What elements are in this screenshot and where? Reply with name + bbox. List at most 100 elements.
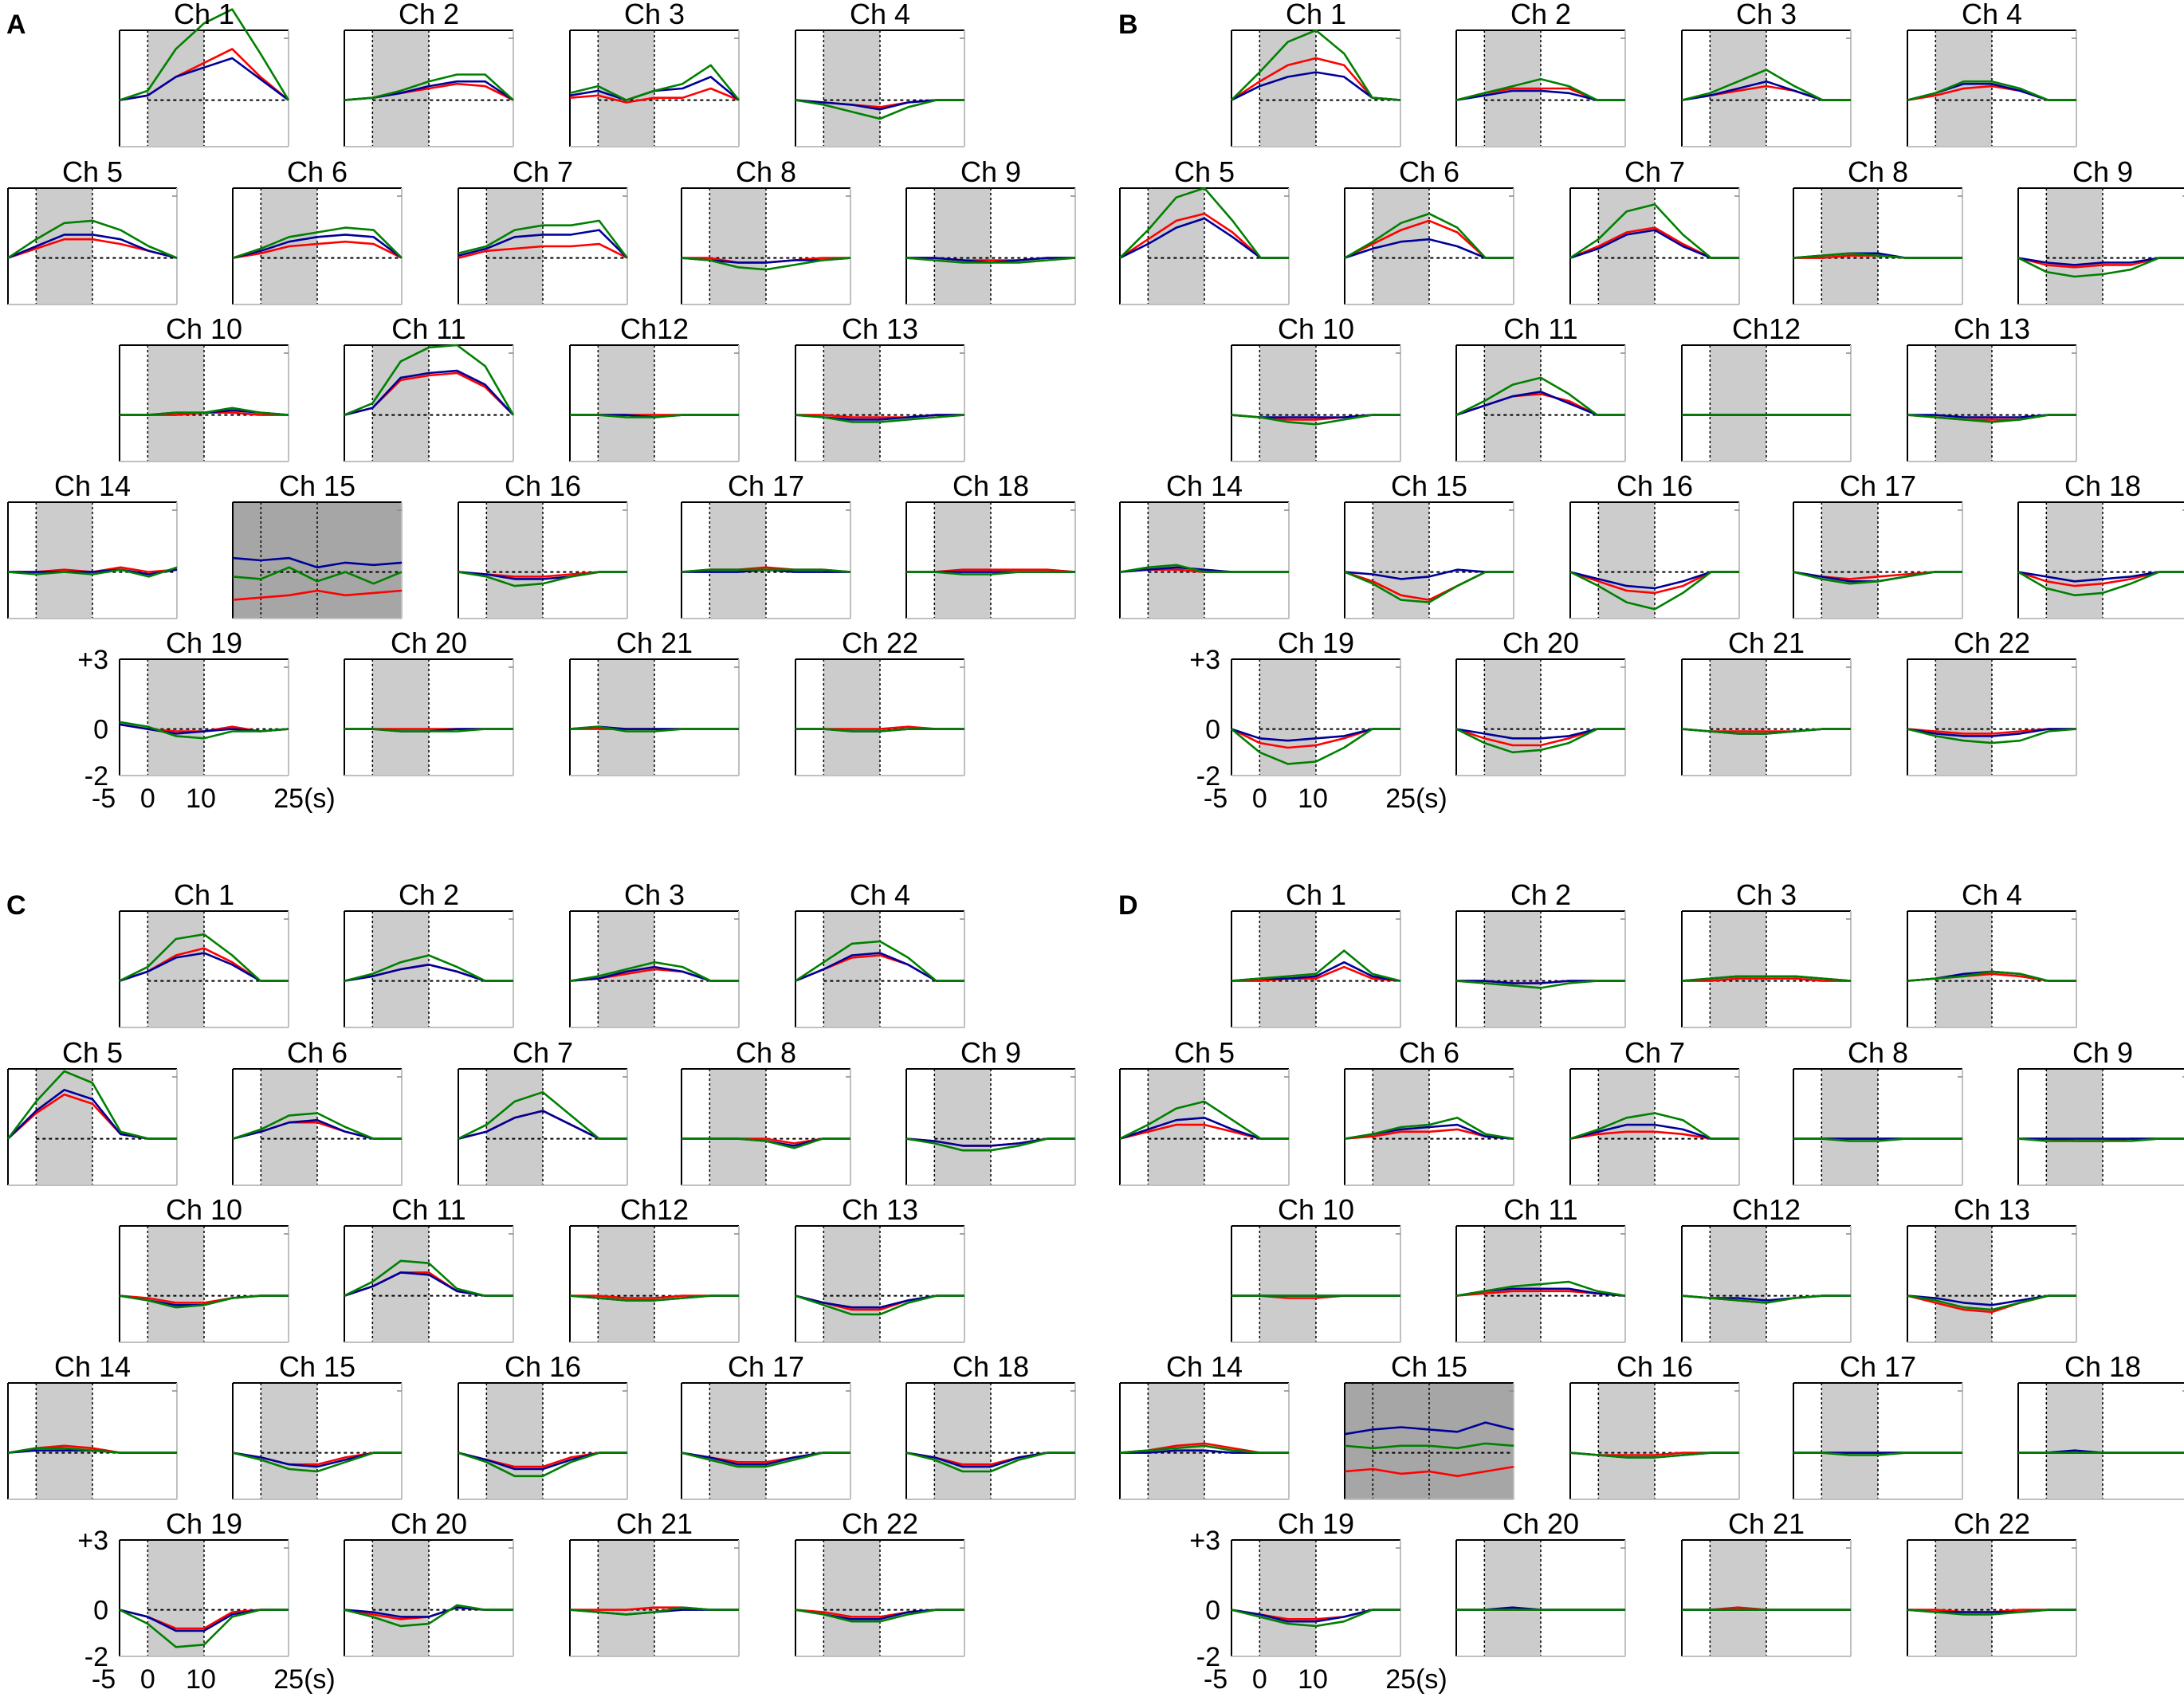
- stim-window-shade: [486, 1383, 543, 1499]
- channel-subplot: Ch 9: [2017, 1036, 2184, 1186]
- series-line: [1231, 965, 1401, 982]
- series-line: [1119, 1444, 1289, 1454]
- channel-subplot: Ch 18: [905, 1350, 1076, 1500]
- stim-window-shade: [36, 1383, 93, 1499]
- channel-title: Ch 11: [391, 312, 465, 345]
- channel-title: Ch 18: [953, 1350, 1029, 1383]
- stim-window-shade: [147, 1540, 204, 1656]
- y-tick-label: +3: [77, 645, 108, 675]
- y-tick-label: 0: [1205, 1596, 1220, 1626]
- channel-subplot: Ch 13: [1907, 1193, 2077, 1343]
- channel-title: Ch 4: [850, 878, 910, 911]
- stim-window-shade: [1484, 659, 1541, 776]
- channel-title: Ch 5: [62, 1036, 123, 1069]
- y-tick-label: +3: [1189, 1526, 1220, 1556]
- channel-title: Ch 15: [279, 469, 355, 502]
- stim-window-shade: [709, 502, 766, 619]
- channel-subplot: Ch 16: [1569, 469, 1740, 619]
- y-tick-label: 0: [93, 715, 108, 745]
- stim-window-shade: [709, 188, 766, 304]
- stim-window-shade: [2046, 188, 2103, 304]
- channel-title: Ch 4: [850, 0, 910, 30]
- series-line: [795, 1609, 964, 1623]
- channel-title: Ch 5: [62, 155, 123, 188]
- channel-subplot: Ch 13: [1907, 312, 2077, 462]
- channel-subplot: Ch12: [569, 1193, 740, 1343]
- channel-title: Ch 21: [616, 627, 693, 659]
- channel-subplot: Ch 13: [795, 1193, 965, 1343]
- series-line: [1569, 1112, 1739, 1140]
- series-line: [344, 954, 513, 982]
- channel-title: Ch 9: [2072, 155, 2133, 188]
- channel-subplot: Ch 2: [1455, 878, 1626, 1028]
- channel-title: Ch 4: [1962, 0, 2022, 30]
- channel-subplot: Ch 11: [1455, 312, 1626, 462]
- stim-window-shade: [261, 1383, 317, 1499]
- channel-title: Ch 20: [1502, 627, 1579, 659]
- channel-title: Ch 22: [1954, 627, 2030, 659]
- channel-subplot: Ch12: [1681, 312, 1852, 462]
- channel-subplot: Ch 14: [1119, 1350, 1290, 1500]
- y-tick-label: -2: [1196, 761, 1220, 792]
- channel-title: Ch 8: [1848, 155, 1908, 188]
- series-line: [1231, 1609, 1400, 1628]
- series-line: [7, 219, 178, 259]
- series-line: [344, 344, 515, 416]
- channel-title: Ch 19: [1278, 627, 1354, 659]
- y-tick-label: 0: [1205, 715, 1220, 745]
- channel-title: Ch 22: [842, 627, 918, 659]
- panel-letter: B: [1118, 10, 1138, 40]
- x-tick-label: 10: [1298, 784, 1328, 814]
- channel-subplot: Ch 4: [795, 0, 965, 147]
- channel-title: Ch12: [1732, 312, 1801, 345]
- series-line: [344, 728, 513, 733]
- channel-title: Ch 19: [166, 1507, 242, 1540]
- channel-title: Ch 16: [505, 469, 581, 502]
- stim-window-shade: [598, 1540, 654, 1656]
- stim-window-shade: [1710, 1540, 1766, 1656]
- series-line: [1681, 728, 1851, 735]
- channel-subplot: Ch 2: [344, 0, 514, 147]
- series-line: [681, 568, 851, 573]
- series-line: [1907, 1294, 2076, 1311]
- channel-subplot: Ch 1: [1231, 0, 1401, 147]
- channel-title: Ch 2: [399, 0, 459, 30]
- stim-window-shade: [1935, 1226, 1992, 1342]
- series-line: [1569, 203, 1739, 259]
- channel-title: Ch 15: [1391, 469, 1467, 502]
- stim-window-shade: [823, 659, 880, 776]
- channel-subplot: Ch 22: [1907, 627, 2077, 776]
- channel-subplot: Ch 22: [795, 627, 965, 776]
- series-line: [119, 933, 289, 982]
- stim-window-shade: [709, 1069, 766, 1185]
- channel-subplot: Ch 7: [458, 1036, 628, 1186]
- series-line: [1231, 414, 1400, 426]
- stim-window-shade: [1484, 911, 1541, 1027]
- channel-title: Ch12: [1732, 1193, 1801, 1226]
- stim-window-shade: [1259, 1226, 1316, 1342]
- stim-window-shade: [1259, 659, 1316, 776]
- x-tick-label: 0: [1252, 784, 1267, 814]
- channel-subplot: Ch 22: [795, 1507, 965, 1657]
- channel-title: Ch 13: [842, 312, 918, 345]
- channel-subplot: Ch 20: [1455, 627, 1626, 776]
- series-line: [569, 960, 739, 982]
- stim-window-shade: [2046, 502, 2103, 619]
- stim-window-shade: [1710, 659, 1766, 776]
- channel-title: Ch 16: [1616, 469, 1693, 502]
- channel-title: Ch 15: [1391, 1350, 1467, 1383]
- series-line: [795, 940, 964, 982]
- channel-subplot: Ch 6: [1344, 1036, 1514, 1186]
- series-line: [2017, 571, 2184, 597]
- stim-window-shade: [1935, 345, 1992, 462]
- series-line: [344, 1259, 513, 1297]
- stim-window-shade: [2046, 1069, 2103, 1185]
- series-line: [1907, 80, 2076, 101]
- channel-subplot: Ch 14: [7, 469, 178, 619]
- stim-window-shade: [1598, 1383, 1655, 1499]
- stim-window-shade: [934, 502, 991, 619]
- channel-subplot: Ch 4: [795, 878, 965, 1028]
- y-tick-label: -2: [84, 1642, 108, 1672]
- series-line: [905, 257, 1076, 264]
